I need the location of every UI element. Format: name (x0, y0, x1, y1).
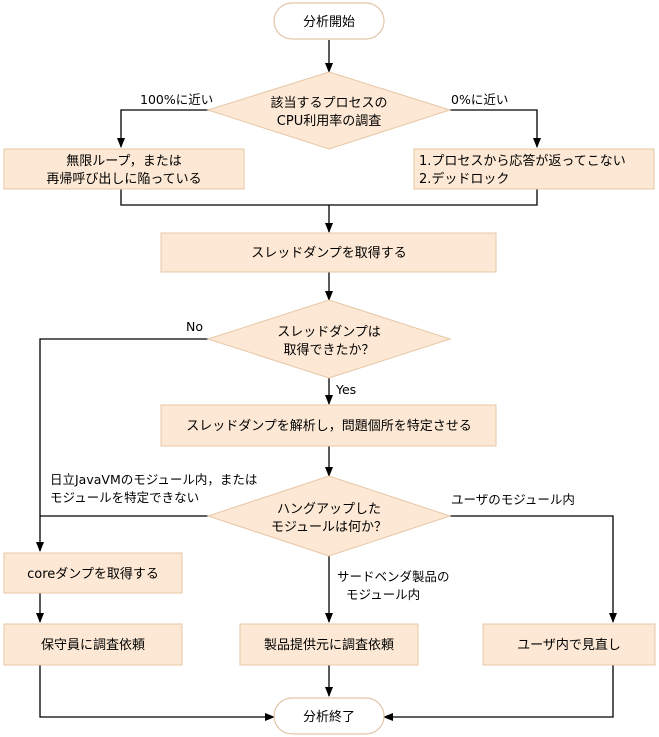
infinite-loop-box: 無限ループ，または 再帰呼び出しに陥っている (3, 148, 245, 190)
label-dump-yes: Yes (335, 382, 356, 397)
end-label: 分析終了 (303, 709, 355, 725)
request-vendor-box: 製品提供元に調査依頼 (239, 623, 419, 666)
user-review-label: ユーザ内で見直し (517, 637, 621, 653)
decision-thread-dump: スレッドダンプは 取得できたか？ (206, 299, 452, 379)
request-vendor-label: 製品提供元に調査依頼 (264, 637, 394, 653)
arrow-user-module (450, 515, 617, 623)
label-cpu-100: 100%に近い (140, 92, 213, 107)
request-maintenance-box: 保守員に調査依頼 (3, 623, 183, 666)
decision-hang-module: ハングアップした モジュールは何か？ (206, 475, 452, 557)
user-review-box: ユーザ内で見直し (482, 623, 656, 666)
analyze-thread-dump-box: スレッドダンプを解析し，問題個所を特定させる (160, 404, 497, 447)
decision-dump-line2: 取得できたか？ (283, 342, 374, 358)
arrow-dump-no (36, 338, 208, 552)
decision-dump-line1: スレッドダンプは (277, 325, 381, 340)
arrow-cpu-0 (450, 109, 541, 148)
start-label: 分析開始 (303, 15, 355, 30)
label-hitachi-module-line1: 日立JavaVMのモジュール内，または (50, 472, 257, 487)
take-thread-dump-box: スレッドダンプを取得する (160, 232, 497, 273)
arrow-maintenance-to-end (39, 665, 275, 721)
merge-line (120, 189, 538, 206)
label-third-party-line1: サードベンダ製品の (337, 569, 450, 584)
no-response-box: 1.プロセスから応答が返ってこない 2.デッドロック (413, 148, 655, 190)
start-terminal: 分析開始 (273, 2, 385, 40)
infinite-loop-line1: 無限ループ，または (66, 154, 182, 169)
arrow-cpu-100 (117, 109, 218, 148)
end-terminal: 分析終了 (273, 697, 385, 735)
arrow-user-to-end (383, 665, 614, 721)
analyze-thread-dump-label: スレッドダンプを解析し，問題個所を特定させる (186, 419, 472, 434)
label-third-party-line2: モジュール内 (346, 587, 420, 602)
take-core-dump-box: coreダンプを取得する (3, 552, 183, 594)
decision-cpu: 該当するプロセスの CPU利用率の調査 (206, 71, 452, 150)
take-core-dump-label: coreダンプを取得する (27, 566, 159, 582)
label-dump-no: No (186, 319, 203, 334)
request-maintenance-label: 保守員に調査依頼 (41, 638, 145, 653)
connectors (36, 40, 617, 721)
decision-cpu-line2: CPU利用率の調査 (277, 113, 381, 129)
label-cpu-0: 0%に近い (451, 92, 508, 107)
decision-cpu-line1: 該当するプロセスの (270, 95, 387, 111)
decision-hang-line2: モジュールは何か？ (271, 519, 387, 535)
infinite-loop-line2: 再帰呼び出しに陥っている (46, 171, 201, 187)
no-response-line2: 2.デッドロック (419, 171, 509, 187)
no-response-line1: 1.プロセスから応答が返ってこない (419, 153, 626, 169)
take-thread-dump-label: スレッドダンプを取得する (251, 245, 407, 261)
label-hitachi-module-line2: モジュールを特定できない (50, 490, 199, 505)
decision-hang-line1: ハングアップした (277, 502, 381, 517)
label-user-module: ユーザのモジュール内 (451, 492, 575, 507)
